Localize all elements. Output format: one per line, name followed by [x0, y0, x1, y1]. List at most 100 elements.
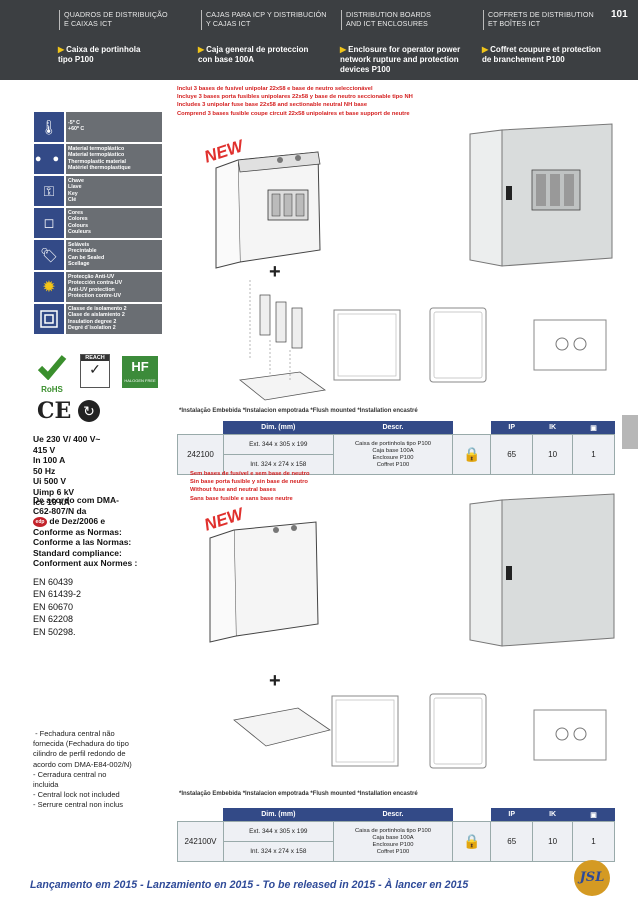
ext-dim: Ext. 344 x 305 x 199 [222, 434, 334, 455]
header-category-line: DISTRIBUTION BOARDS [346, 10, 431, 19]
thermometer-icon: 🌡 [34, 112, 64, 142]
feature-line: Material termoplástico [68, 152, 125, 159]
header-category-line: COFFRETS DE DISTRIBUTION [488, 10, 594, 19]
feature-text: -5º C +60º C [66, 112, 162, 142]
ip-header: IP [490, 421, 533, 435]
feature-colors: ◻ Cores Colores Colours Couleurs [34, 208, 162, 238]
lock-note-line: - Serrure central non inclus [33, 800, 124, 810]
feature-line: Colores [68, 216, 88, 223]
compliance-line-edp: edp de Dez/2006 e [33, 516, 163, 527]
ref-header [177, 808, 224, 822]
product2-side-view-drawing [429, 693, 487, 769]
colors-icon: ◻ [34, 208, 64, 238]
note-line: Incluye 3 bases porta fusibles unipolare… [177, 94, 413, 101]
standard-item: EN 50298. [33, 626, 76, 637]
lock-note-line: - Central lock not included [33, 790, 120, 800]
feature-line: Thermoplastic material [68, 158, 126, 165]
header-subtitle-en: ▶Enclosure for operator power network ru… [340, 45, 480, 75]
int-dim: Int. 324 x 274 x 158 [222, 454, 334, 475]
descr-line: Caja base 100A [372, 834, 414, 841]
checkmark-icon: ✓ [89, 361, 101, 377]
feature-line: Insulation degree 2 [68, 318, 117, 325]
feature-line: +60º C [68, 126, 85, 133]
feature-temperature: 🌡 -5º C +60º C [34, 112, 162, 142]
feature-line: Colours [68, 222, 89, 229]
product2-mounting-plate-drawing [233, 707, 331, 747]
feature-line: Matériel thermoplastique [68, 165, 131, 172]
header-category-en: DISTRIBUTION BOARDS AND ICT ENCLOSURES [341, 10, 476, 30]
compliance-text: De acordo com DMA- C62-807/N da edp de D… [33, 495, 163, 569]
brand-logo[interactable]: JSL [574, 860, 610, 896]
feature-line: Protecção Anti-UV [68, 274, 115, 280]
standard-item: EN 62208 [33, 614, 74, 625]
feature-key: ⚿ Chave Llave Key Clé [34, 176, 162, 206]
compliance-line: De acordo com DMA- [33, 495, 119, 505]
descr-line: Caixa de portinhola tipo P100 [354, 440, 431, 447]
spec-line: Uimp 6 kV [33, 486, 75, 497]
feature-line: Protección contra-UV [68, 280, 123, 287]
product-ref[interactable]: 242100 [177, 434, 224, 475]
header-subtitle-fr: ▶Coffret coupure et protection de branch… [482, 45, 602, 65]
descr-line: Coffret P100 [376, 461, 410, 468]
ip-value: 65 [490, 821, 534, 862]
descr-line: Enclosure P100 [372, 841, 414, 848]
table-header-row: Dim. (mm) Descr. IP IK ▣ [177, 421, 615, 435]
arrow-right-icon: ▶ [482, 45, 489, 54]
product2-enclosure-photo [469, 493, 615, 647]
uv-icon: ✹ [34, 272, 64, 302]
feature-line: -5º C [68, 120, 80, 126]
ik-header: IK [532, 808, 573, 822]
image-header [452, 421, 491, 435]
halogen-free-logo: HF HALOGEN FREE [122, 356, 158, 388]
image-header [452, 808, 491, 822]
compliance-line: Conforment aux Normes : [33, 558, 138, 569]
header-category-line: AND ICT ENCLOSURES [346, 19, 428, 28]
page-number: 101 [611, 9, 628, 20]
ce-mark: CE [37, 398, 72, 424]
certification-logos: RoHS REACH ✓ HF HALOGEN FREE [34, 354, 162, 396]
product1-exploded-drawing [239, 280, 327, 401]
feature-line: Can be Sealed [68, 254, 105, 261]
header-category-line: QUADROS DE DISTRIBUIÇÃO [64, 10, 168, 19]
compliance-line: Standard compliance: [33, 547, 122, 558]
subtitle-line: Enclosure for operator power [348, 45, 461, 54]
subtitle-line: de branchement P100 [482, 55, 565, 64]
subtitle-line: devices P100 [340, 65, 391, 74]
header-category-fr: COFFRETS DE DISTRIBUTION ET BOÎTES ICT [483, 10, 603, 30]
header-category-line: CAJAS PARA ICP Y DISTRIBUCIÓN [206, 10, 327, 19]
ik-value: 10 [532, 821, 574, 862]
feature-line: Key [68, 190, 78, 197]
note-line: Inclui 3 bases de fusível unipolar 22x58… [177, 86, 373, 92]
ip-header: IP [490, 808, 533, 822]
ref-header [177, 421, 224, 435]
product1-bottom-view-drawing [533, 319, 607, 371]
seal-icon: 🏷 [34, 240, 64, 270]
rohs-logo: RoHS [36, 354, 68, 394]
ce-logo: CE [37, 398, 71, 424]
descr-header: Descr. [333, 421, 453, 435]
pack-header: ▣ [572, 808, 615, 822]
feature-seal: 🏷 Seláveis Precintable Can be Sealed Sce… [34, 240, 162, 270]
insulation-icon [34, 304, 64, 334]
product-ref[interactable]: 242100V [177, 821, 224, 862]
header-category-line: Y CAJAS ICT [206, 19, 251, 28]
feature-line: Llave [68, 184, 82, 191]
lock-icon: 🔒 [452, 434, 492, 475]
product2-front-view-drawing [331, 695, 399, 767]
feature-line: Protection contre-UV [68, 293, 121, 300]
ip-value: 65 [490, 434, 534, 475]
subtitle-line: con base 100A [198, 55, 255, 64]
page-header: QUADROS DE DISTRIBUIÇÃO E CAIXAS ICT CAJ… [0, 0, 638, 80]
feature-line: Clé [68, 197, 77, 204]
header-category-line: E CAIXAS ICT [64, 19, 112, 28]
feature-uv: ✹ Protecção Anti-UV Protección contra-UV… [34, 272, 162, 302]
feature-line: Chave [68, 178, 84, 184]
int-dim: Int. 324 x 274 x 158 [222, 841, 334, 862]
note-line: Comprend 3 bases fusible coupe circuit 2… [177, 110, 410, 117]
spec-line: 50 Hz [33, 465, 56, 476]
subtitle-line: Caja general de proteccion [206, 45, 309, 54]
compliance-line: Conforme a las Normas: [33, 537, 132, 548]
table-row: 242100V Ext. 344 x 305 x 199 Caixa de po… [177, 821, 615, 862]
descr-line: Enclosure P100 [372, 454, 414, 461]
lock-icon: 🔒 [452, 821, 492, 862]
